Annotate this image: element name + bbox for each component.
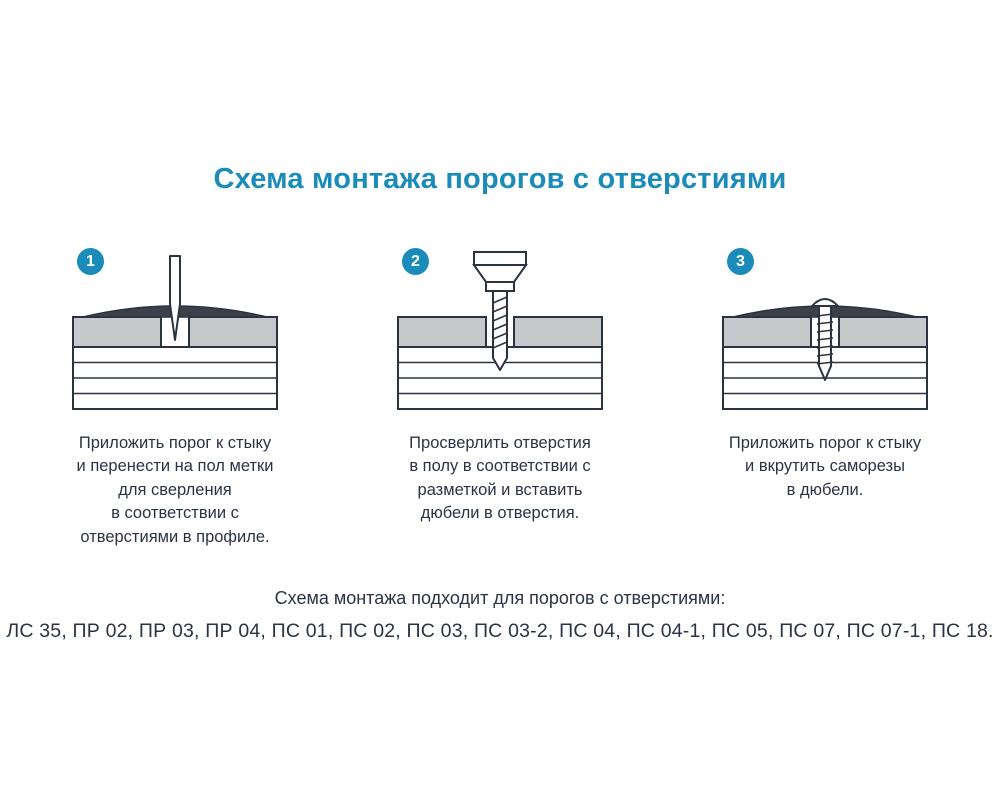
step-2: 2 xyxy=(350,240,650,549)
step-1-number-badge: 1 xyxy=(77,248,104,275)
screw-head xyxy=(809,298,841,307)
screw-icon xyxy=(809,298,841,381)
step-3-screwing-illustration xyxy=(722,298,928,410)
footer: Схема монтажа подходит для порогов с отв… xyxy=(0,588,1000,643)
step-2-number-badge: 2 xyxy=(402,248,429,275)
floor-base xyxy=(72,346,278,410)
step-1: 1 Приложить порог к стыку и перенести на… xyxy=(25,240,325,549)
awl-icon xyxy=(169,255,181,341)
floor-covering-left xyxy=(722,316,812,348)
page-title: Схема монтажа порогов с отверстиями xyxy=(213,163,787,195)
step-1-marking-illustration xyxy=(72,255,278,410)
step-3: 3 xyxy=(675,240,975,549)
floor-covering-right xyxy=(188,316,278,348)
footer-intro: Схема монтажа подходит для порогов с отв… xyxy=(274,588,726,608)
step-2-drilling-illustration xyxy=(397,251,603,410)
steps-row: 1 Приложить порог к стыку и перенести на… xyxy=(0,240,1000,549)
floor-covering-left xyxy=(72,316,162,348)
footer-model-list: ЛС 35, ПР 02, ПР 03, ПР 04, ПС 01, ПС 02… xyxy=(6,620,994,642)
floor-covering-right xyxy=(838,316,928,348)
step-3-number-badge: 3 xyxy=(727,248,754,275)
step-1-caption: Приложить порог к стыку и перенести на п… xyxy=(76,434,274,546)
floor-covering-left xyxy=(397,316,487,348)
step-3-caption: Приложить порог к стыку и вкрутить самор… xyxy=(728,434,922,499)
floor-covering-right xyxy=(513,316,603,348)
step-2-caption: Просверлить отверстия в полу в соответст… xyxy=(409,434,591,523)
drill-icon xyxy=(472,251,528,371)
